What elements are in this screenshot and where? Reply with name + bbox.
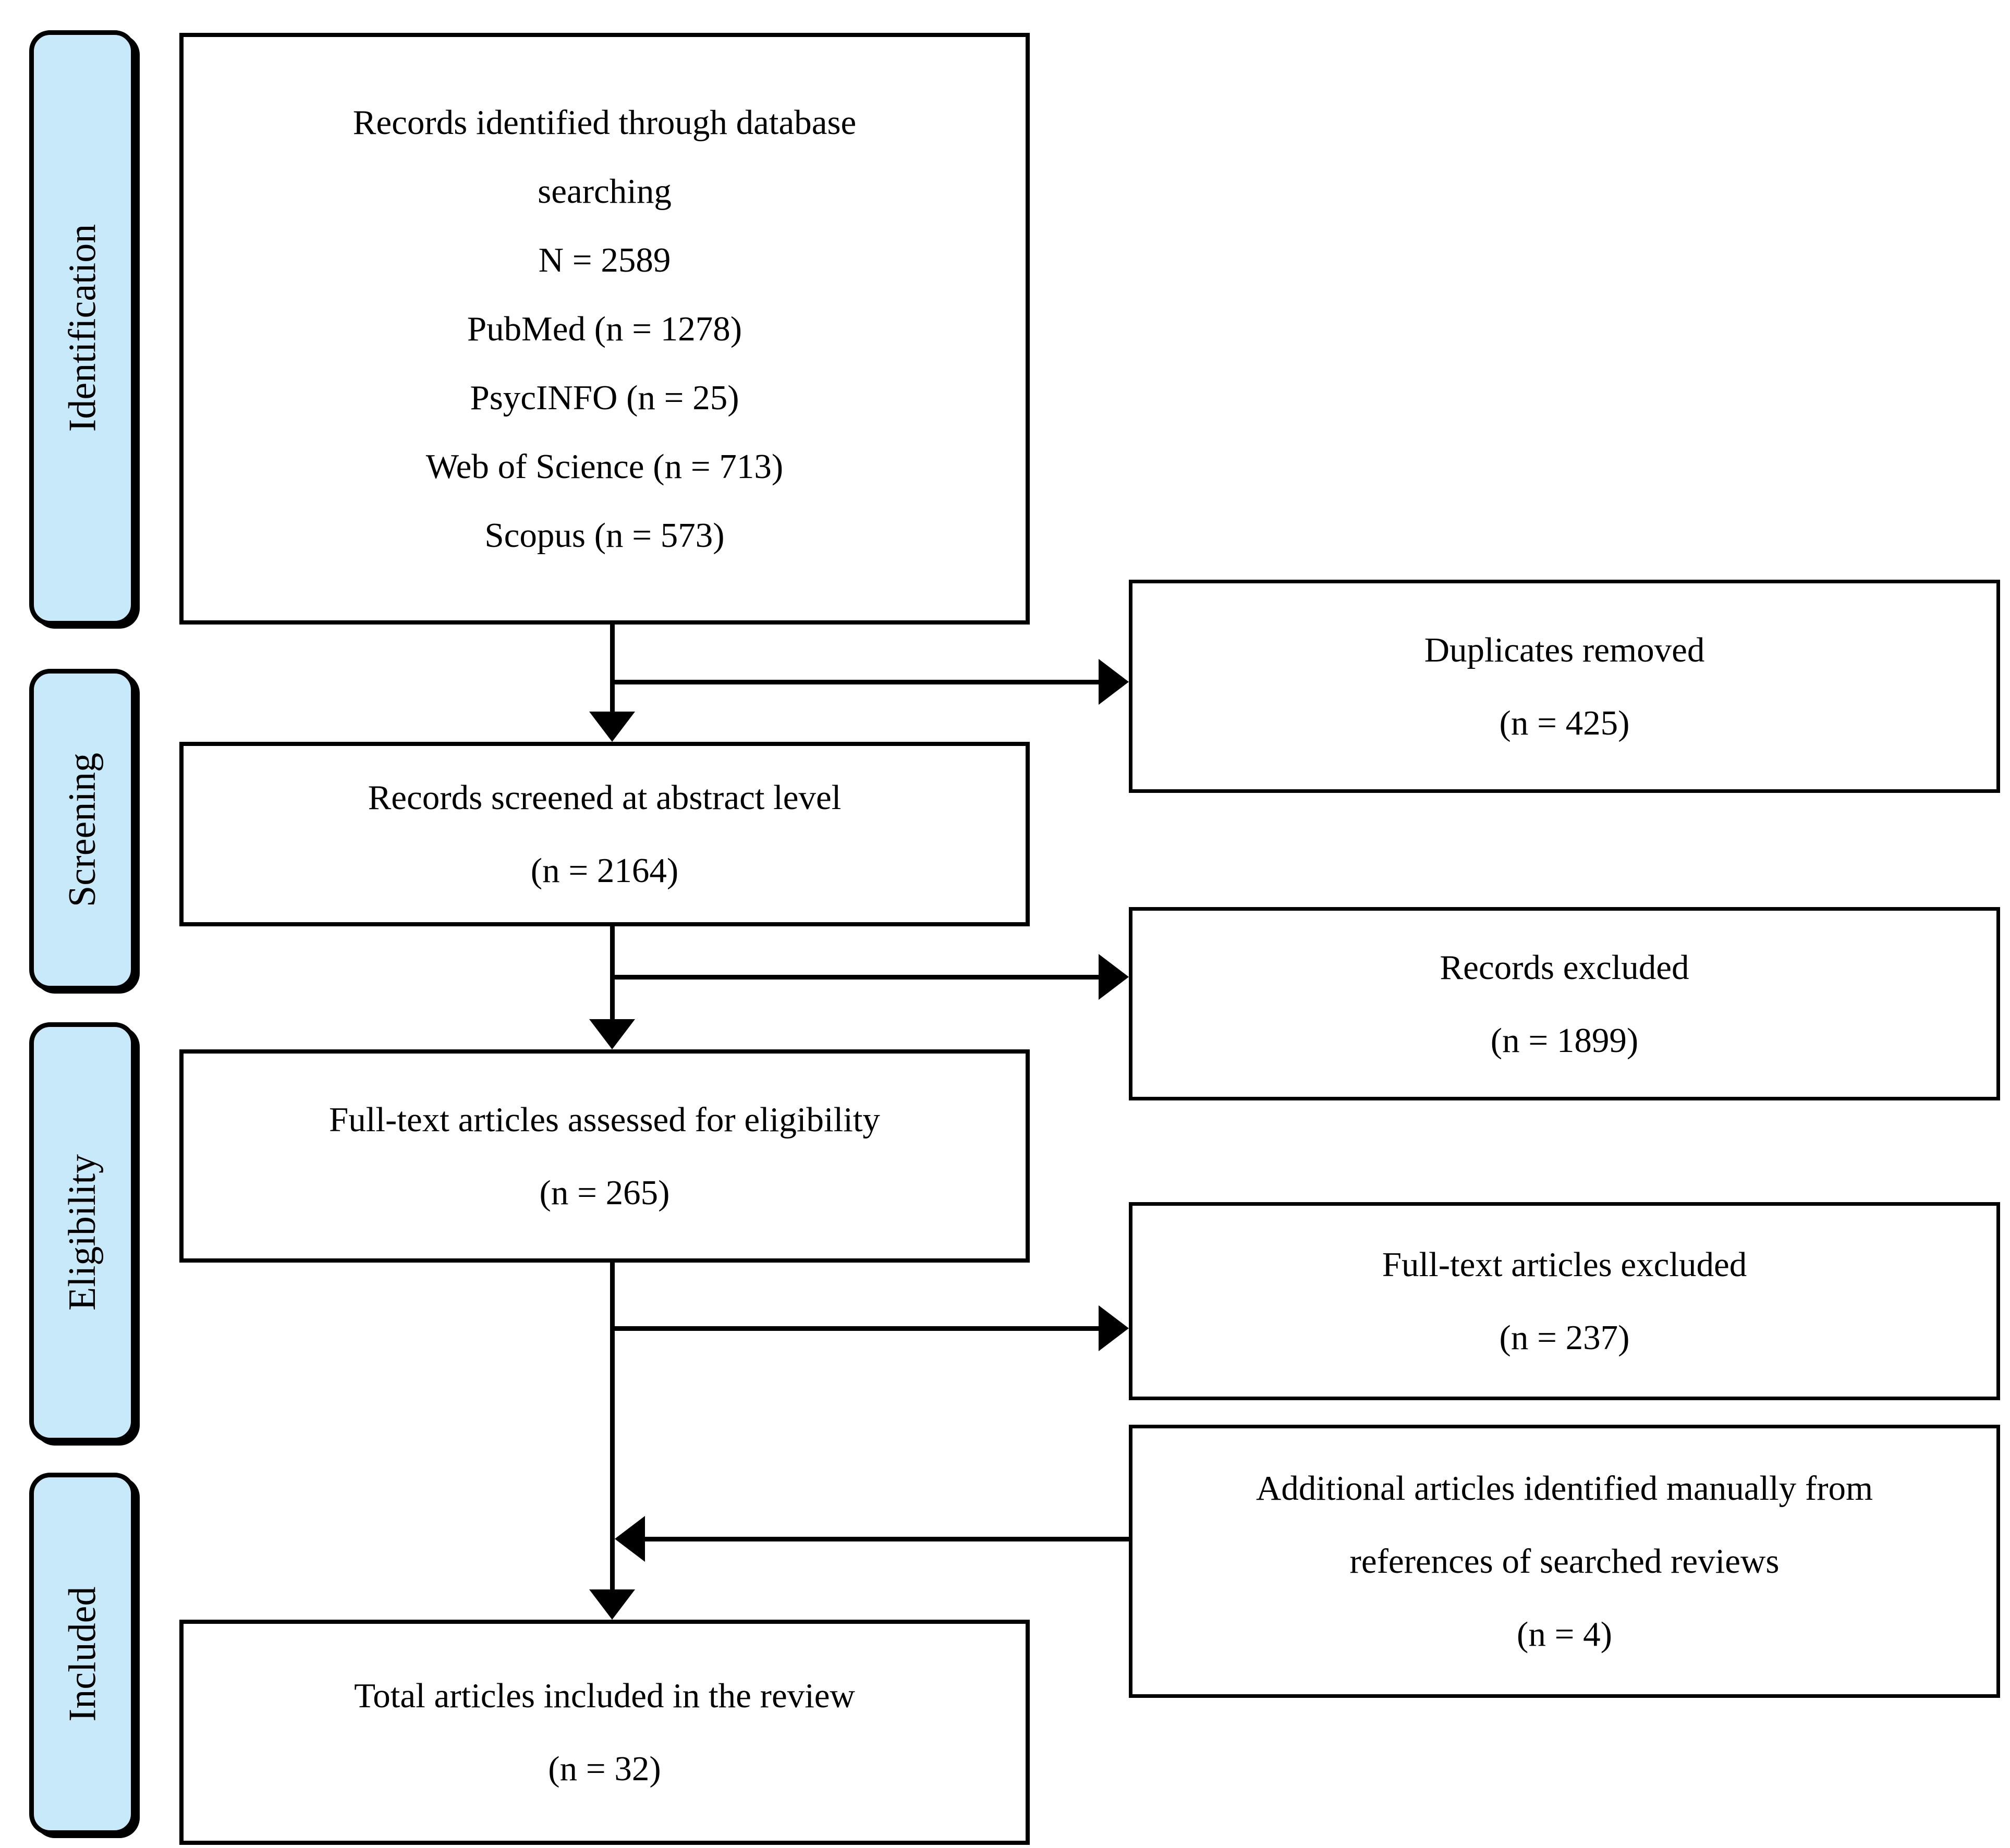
box-text-line: Duplicates removed xyxy=(1424,630,1705,669)
box-records-screened: Records screened at abstract level (n = … xyxy=(179,742,1030,926)
box-text-line: Total articles included in the review xyxy=(354,1676,855,1715)
stage-label-identification: Identification xyxy=(61,224,104,432)
box-fulltext-excluded: Full-text articles excluded (n = 237) xyxy=(1129,1202,2000,1400)
box-text-line: Records identified through database xyxy=(352,103,857,142)
arrowhead-right-to-records-excluded xyxy=(1099,954,1129,1000)
box-text-line: Scopus (n = 573) xyxy=(484,516,725,555)
box-text-line: (n = 32) xyxy=(548,1749,661,1788)
box-text-line: (n = 4) xyxy=(1517,1615,1612,1654)
box-fulltext-assessed: Full-text articles assessed for eligibil… xyxy=(179,1049,1030,1263)
box-text-line: Records screened at abstract level xyxy=(368,778,842,817)
arrowhead-down-to-screened xyxy=(589,712,635,742)
stage-pill-screening: Screening xyxy=(29,669,136,990)
box-text-line: N = 2589 xyxy=(538,240,671,279)
connector-assessed-to-included-line xyxy=(610,1262,615,1589)
box-text-line: Full-text articles excluded xyxy=(1382,1245,1747,1284)
box-additional-articles: Additional articles identified manually … xyxy=(1129,1425,2000,1698)
box-text-line: (n = 425) xyxy=(1499,703,1630,742)
box-text-line: (n = 2164) xyxy=(530,851,679,890)
stage-pill-included: Included xyxy=(29,1473,136,1835)
box-total-included: Total articles included in the review (n… xyxy=(179,1620,1030,1845)
box-records-excluded: Records excluded (n = 1899) xyxy=(1129,907,2000,1100)
stage-pill-eligibility: Eligibility xyxy=(29,1022,136,1442)
box-text-line: PsycINFO (n = 25) xyxy=(470,378,739,417)
stage-label-included: Included xyxy=(61,1586,104,1721)
box-text-line: (n = 1899) xyxy=(1490,1021,1639,1060)
connector-to-records-excluded-line xyxy=(610,975,1100,980)
box-records-identified: Records identified through database sear… xyxy=(179,33,1030,625)
arrowhead-left-from-additional xyxy=(615,1516,645,1562)
box-text-line: searching xyxy=(538,172,672,211)
box-duplicates-removed: Duplicates removed (n = 425) xyxy=(1129,580,2000,793)
connector-additional-to-trunk-line xyxy=(644,1537,1129,1541)
box-text-line: (n = 237) xyxy=(1499,1318,1630,1357)
arrowhead-down-to-assessed xyxy=(589,1019,635,1049)
box-text-line: PubMed (n = 1278) xyxy=(467,309,742,348)
stage-label-screening: Screening xyxy=(61,752,104,907)
arrowhead-right-to-duplicates xyxy=(1099,659,1129,705)
arrowhead-down-to-included xyxy=(589,1589,635,1620)
box-text-line: Full-text articles assessed for eligibil… xyxy=(329,1100,880,1139)
box-text-line: Web of Science (n = 713) xyxy=(425,447,784,486)
stage-label-eligibility: Eligibility xyxy=(61,1154,104,1311)
box-text-line: Additional articles identified manually … xyxy=(1256,1469,1873,1508)
connector-identified-to-screened-line xyxy=(610,623,615,713)
connector-to-fulltext-excluded-line xyxy=(610,1326,1100,1331)
connector-to-duplicates-line xyxy=(610,680,1100,684)
box-text-line: Records excluded xyxy=(1440,948,1689,987)
connector-screened-to-assessed-line xyxy=(610,925,615,1019)
stage-pill-identification: Identification xyxy=(29,30,136,626)
box-text-line: references of searched reviews xyxy=(1349,1542,1780,1581)
box-text-line: (n = 265) xyxy=(539,1173,670,1212)
arrowhead-right-to-fulltext-excluded xyxy=(1099,1305,1129,1351)
